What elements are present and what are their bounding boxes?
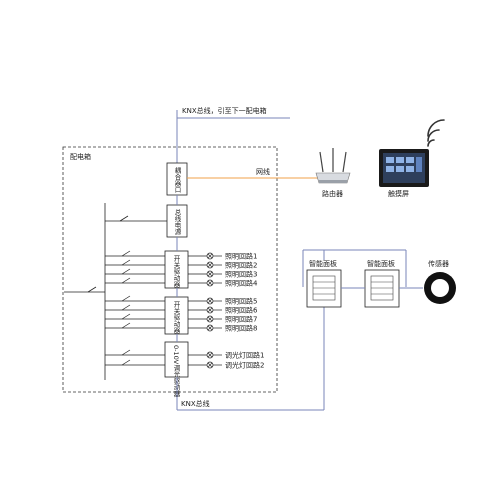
smart-panel-2 [364, 269, 400, 308]
bus-power-label: 总线电源 [173, 208, 181, 237]
lighting-circuit-label: 照明回路6 [225, 306, 258, 315]
lighting-breaker-symbol [121, 268, 131, 275]
sensor-icon [424, 272, 456, 304]
switch-driver-1-label: 开关驱动器 [172, 255, 180, 289]
dimmer-driver-label: 0-10V调光驱动器 [172, 345, 180, 398]
power-feed-breaker [119, 215, 129, 222]
smart-panel-1-label: 智能面板 [309, 259, 337, 268]
lighting-circuit-label: 照明回路8 [225, 324, 257, 333]
lamp-cross [207, 298, 213, 304]
lighting-breaker-symbol [121, 322, 131, 329]
bus-bottom-label: KNX总线 [181, 399, 210, 408]
lamp-cross [207, 307, 213, 313]
lighting-breaker-symbol [121, 313, 131, 320]
router-icon [315, 148, 351, 184]
lighting-circuit-label: 照明回路7 [225, 315, 257, 324]
network-line-label: 网线 [256, 167, 270, 176]
tablet-icon [379, 149, 429, 187]
dimming-circuit-label: 调光灯回路1 [225, 351, 264, 360]
dimming-circuit-label: 调光灯回路2 [225, 361, 264, 370]
lighting-breaker-symbol [121, 259, 131, 266]
lamp-cross [207, 280, 213, 286]
lamp-cross [207, 362, 213, 368]
coupler-label: 耦合器口 [173, 167, 181, 194]
dimming-breaker-symbol [121, 349, 131, 356]
lighting-circuit-label: 照明回路5 [225, 297, 257, 306]
distribution-panel-box [62, 146, 278, 393]
wifi-icon [427, 119, 445, 147]
lighting-breaker-symbol [121, 295, 131, 302]
lighting-circuit-label: 照明回路3 [225, 270, 257, 279]
lighting-breaker-symbol [121, 277, 131, 284]
lamp-cross [207, 262, 213, 268]
bus-top-label: KNX总线，引至下一配电箱 [182, 106, 267, 115]
lighting-circuit-label: 照明回路4 [225, 279, 258, 288]
lamp-cross [207, 316, 213, 322]
touch-screen-label: 触摸屏 [388, 189, 409, 198]
lamp-cross [207, 352, 213, 358]
distribution-panel-label: 配电箱 [70, 152, 91, 161]
dimming-breaker-symbol [121, 359, 131, 366]
lighting-circuit-label: 照明回路2 [225, 261, 257, 270]
smart-panel-2-label: 智能面板 [367, 259, 395, 268]
lighting-circuit-label: 照明回路1 [225, 252, 257, 261]
lamp-cross [207, 271, 213, 277]
smart-panel-1 [306, 269, 342, 308]
lighting-breaker-symbol [121, 250, 131, 257]
lamp-cross [207, 325, 213, 331]
lighting-breaker-symbol [121, 304, 131, 311]
main-breaker-symbol [87, 286, 97, 293]
lamp-cross [207, 253, 213, 259]
switch-driver-2-label: 开关驱动器 [172, 301, 180, 335]
router-label: 路由器 [322, 189, 343, 198]
sensor-label: 传感器 [428, 259, 449, 268]
